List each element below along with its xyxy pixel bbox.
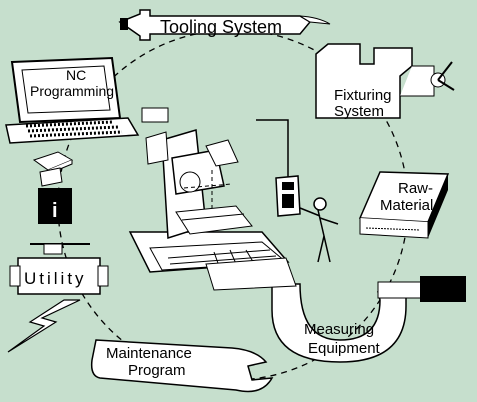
- info-glyph: i: [52, 200, 58, 222]
- floppy-disk-icon: [39, 167, 63, 187]
- caliper-measuring-icon: [271, 276, 466, 363]
- control-panel-icon: [275, 175, 301, 217]
- utility-label: Utility: [24, 269, 87, 288]
- wrench-maintenance-icon: [90, 339, 274, 393]
- fixturing-label-line1: Fixturing: [334, 87, 392, 104]
- fixturing-label-line2: System: [334, 103, 384, 120]
- nc-programming-label-line2: Programming: [30, 83, 114, 99]
- nc-programming-label-line1: NC: [66, 67, 86, 83]
- raw-material-book-icon: [358, 171, 450, 239]
- maintenance-label-line2: Program: [128, 362, 186, 379]
- tool-holder-icon: [118, 9, 331, 41]
- maintenance-label-line1: Maintenance: [106, 345, 192, 362]
- operator-figure-icon: [299, 197, 339, 263]
- raw-material-label-line2: Material: [380, 197, 433, 214]
- measuring-label-line2: Equipment: [308, 340, 381, 357]
- machining-center-icon: [128, 107, 297, 291]
- measuring-label-line1: Measuring: [304, 321, 374, 338]
- lightning-bolt-icon: [7, 299, 81, 353]
- computer-terminal-icon: [5, 56, 140, 144]
- tooling-system-label: Tooling System: [160, 17, 282, 37]
- info-box-icon: i: [38, 188, 72, 224]
- raw-material-label-line1: Raw-: [398, 180, 433, 197]
- vise-fixture-icon: [315, 43, 455, 119]
- valve-utility-icon: [9, 243, 109, 295]
